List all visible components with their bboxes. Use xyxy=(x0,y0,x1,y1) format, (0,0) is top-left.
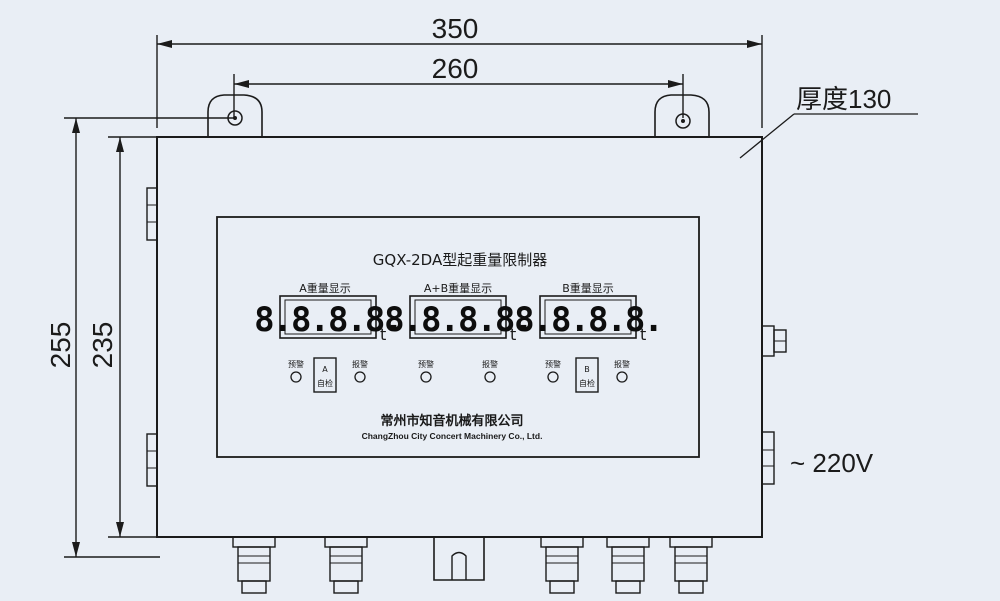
dim-255-label: 255 xyxy=(45,322,76,369)
self-test-button-a[interactable] xyxy=(313,357,337,393)
indicator-b-alarm-label: 报警 xyxy=(614,359,630,369)
indicator-group-b: 预警 B 自检 报警 xyxy=(545,357,630,393)
self-test-a-text: 自检 xyxy=(317,378,333,388)
cable-gland-1 xyxy=(232,536,276,594)
power-label: ~ 220V xyxy=(790,448,874,478)
indicator-b-alarm-lamp xyxy=(616,371,628,383)
dimension-255: 255 xyxy=(45,117,234,558)
indicator-a-prewarn-lamp xyxy=(290,371,302,383)
dim-260-label: 260 xyxy=(432,53,479,84)
self-test-b-letter: B xyxy=(584,365,590,374)
indicator-a-alarm-lamp xyxy=(354,371,366,383)
thickness-annotation: 厚度130 xyxy=(739,84,918,159)
thickness-label: 厚度130 xyxy=(796,84,891,114)
display-b: B重量显示 8.8.8.8. t xyxy=(514,281,664,344)
display-a: A重量显示 8.8.8.8. t xyxy=(254,281,404,344)
self-test-a-letter: A xyxy=(322,365,328,374)
left-side-bracket-top xyxy=(146,187,158,241)
cable-gland-5 xyxy=(669,536,713,594)
left-side-bracket-bottom xyxy=(146,433,158,487)
indicator-group-ab: 预警 报警 xyxy=(418,359,498,383)
front-panel xyxy=(216,216,700,458)
mounting-ear-left xyxy=(207,94,263,137)
display-a-unit: t xyxy=(380,325,386,344)
display-ab: A+B重量显示 8.8.8.8. t xyxy=(384,281,534,344)
dimension-235: 235 xyxy=(87,136,160,538)
display-b-unit: t xyxy=(640,325,646,344)
display-ab-label: A+B重量显示 xyxy=(424,281,492,295)
company-name-en: ChangZhou City Concert Machinery Co., Lt… xyxy=(362,431,543,441)
display-ab-reading: 8.8.8.8. xyxy=(384,300,532,340)
power-inlet xyxy=(761,431,775,485)
cable-gland-3 xyxy=(540,536,584,594)
company-name-cn: 常州市知音机械有限公司 xyxy=(380,413,523,429)
display-b-reading: 8.8.8.8. xyxy=(514,300,662,340)
panel-title: GQX-2DA型起重量限制器 xyxy=(373,251,547,269)
self-test-b-text: 自检 xyxy=(579,378,595,388)
indicator-ab-alarm-label: 报警 xyxy=(482,359,498,369)
indicator-ab-prewarn-lamp xyxy=(420,371,432,383)
indicator-b-prewarn-lamp xyxy=(547,371,559,383)
dim-235-label: 235 xyxy=(87,322,118,369)
display-ab-unit: t xyxy=(510,325,516,344)
indicator-ab-prewarn-label: 预警 xyxy=(418,359,434,369)
display-a-label: A重量显示 xyxy=(299,281,351,295)
dimension-350: 350 xyxy=(156,13,763,128)
dim-350-label: 350 xyxy=(432,13,479,44)
cable-gland-2 xyxy=(324,536,368,594)
indicator-ab-alarm-lamp xyxy=(484,371,496,383)
bottom-mounting-tab xyxy=(433,537,485,581)
mounting-ear-right xyxy=(654,94,710,137)
indicator-b-prewarn-label: 预警 xyxy=(545,359,561,369)
right-side-knob xyxy=(761,325,787,357)
indicator-a-prewarn-label: 预警 xyxy=(288,359,304,369)
dimension-260: 260 xyxy=(233,53,684,118)
self-test-button-b[interactable] xyxy=(575,357,599,393)
indicator-group-a: 预警 A 自检 报警 xyxy=(288,357,368,393)
display-a-reading: 8.8.8.8. xyxy=(254,300,402,340)
indicator-a-alarm-label: 报警 xyxy=(352,359,368,369)
cable-gland-4 xyxy=(606,536,650,594)
display-b-label: B重量显示 xyxy=(562,281,614,295)
